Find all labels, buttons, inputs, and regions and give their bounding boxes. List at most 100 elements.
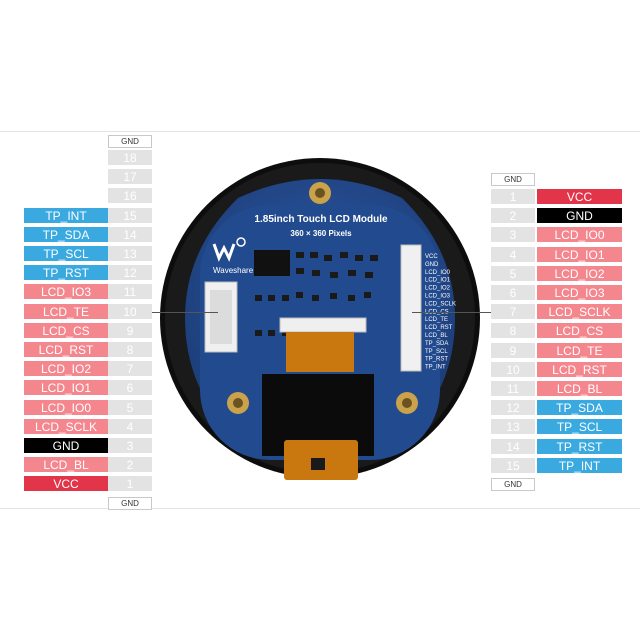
bottom-divider [0,508,640,509]
left-pin-label: LCD_IO3 [24,284,108,302]
left-pin-number: 2 [108,457,152,475]
waveshare-logo-icon [212,237,246,262]
silk-pin-label: LCD_TE [425,317,448,323]
right-pin-number: 12 [491,400,535,418]
silk-pin-label: LCD_IO0 [425,270,451,276]
right-pin-number: 14 [491,438,535,456]
driver-chip [254,250,290,276]
board-subtitle: 360 × 360 Pixels [290,229,352,238]
right-pin-number: 15 [491,457,535,475]
left-pin-number: 8 [108,342,152,359]
mounting-hole [309,182,331,204]
left-pin-label: LCD_CS [24,322,108,340]
left-pin-label: TP_SCL [24,246,108,263]
left-pin-label: LCD_RST [24,342,108,359]
left-pin-label: TP_SDA [24,226,108,244]
left-pin-number: 18 [108,150,152,167]
right-pin-label: LCD_BL [537,381,622,398]
left-pin-number: 17 [108,169,152,187]
silk-pin-label: TP_RST [425,357,448,363]
right-pin-label: LCD_IO3 [537,285,622,302]
flex-tail-chip [311,458,325,470]
right-pin-label: TP_SCL [537,419,622,437]
left-pin-label: GND [24,438,108,455]
right-pin-label: LCD_IO1 [537,246,622,264]
left-pin-label: LCD_IO0 [24,399,108,417]
right-pin-label: LCD_IO2 [537,265,622,283]
brand-text: Waveshare [213,266,254,275]
right-pin-label: LCD_SCLK [537,304,622,322]
right-pin-label: LCD_RST [537,361,622,379]
right-pin-label: LCD_CS [537,323,622,341]
mounting-hole [227,392,249,414]
left-pin-label: TP_RST [24,265,108,283]
main-fpc-connector [400,244,422,372]
right-pin-number: 2 [491,208,535,226]
left-gnd-cap-top: GND [108,135,152,148]
right-pin-number: 11 [491,381,535,398]
left-leader-line [152,312,218,313]
left-pin-label: LCD_SCLK [24,418,108,436]
right-leader-line [412,312,496,313]
right-pin-label: TP_SDA [537,400,622,418]
silk-pin-label: LCD_BL [425,333,448,339]
left-pin-number: 9 [108,322,152,340]
right-pin-number: 4 [491,246,535,264]
right-pin-label: TP_RST [537,438,622,456]
board-title: 1.85inch Touch LCD Module [254,214,388,225]
left-pin-number: 10 [108,303,152,321]
silk-pin-label: VCC [425,254,438,260]
left-pin-number: 16 [108,188,152,206]
left-pin-label: LCD_IO1 [24,380,108,398]
left-pin-label: TP_INT [24,207,108,225]
right-pin-label: LCD_TE [537,342,622,360]
right-pin-label: VCC [537,189,622,206]
display-fpc-connector [279,317,367,333]
right-pin-number: 9 [491,342,535,360]
left-pin-number: 11 [108,284,152,302]
left-pin-number: 4 [108,418,152,436]
right-gnd-cap-bottom: GND [491,478,535,491]
smd-components [255,252,378,336]
right-pin-number: 5 [491,265,535,283]
right-gnd-cap-top: GND [491,173,535,186]
touch-fpc-slot [210,290,232,344]
left-pin-number: 3 [108,438,152,455]
left-pin-label: LCD_TE [24,303,108,321]
right-pin-number: 1 [491,189,535,206]
left-pin-number: 5 [108,399,152,417]
left-pin-label: LCD_BL [24,457,108,475]
left-pin-label: LCD_IO2 [24,361,108,379]
left-pin-number: 6 [108,380,152,398]
silk-pin-label: TP_INT [425,365,446,371]
right-pin-label: TP_INT [537,457,622,475]
silk-pin-label: GND [425,262,439,268]
mounting-hole [396,392,418,414]
right-pin-label: LCD_IO0 [537,227,622,245]
right-pin-number: 10 [491,361,535,379]
left-pin-number: 1 [108,476,152,494]
top-divider [0,131,640,132]
silk-pin-label: LCD_IO2 [425,286,451,292]
left-pin-number: 13 [108,246,152,263]
left-gnd-cap-bottom: GND [108,497,152,510]
right-pin-number: 3 [491,227,535,245]
silk-pin-label: TP_SDA [425,341,448,347]
left-pin-number: 14 [108,226,152,244]
right-pin-label: GND [537,208,622,226]
right-pin-number: 8 [491,323,535,341]
left-pin-number: 12 [108,265,152,283]
silk-pin-label: LCD_RST [425,325,453,331]
silk-pin-label: LCD_IO3 [425,294,451,300]
right-pin-number: 7 [491,304,535,322]
right-pin-number: 13 [491,419,535,437]
flex-cable [286,332,354,372]
left-pin-number: 7 [108,361,152,379]
left-pin-number: 15 [108,207,152,225]
silk-pin-label: LCD_IO1 [425,278,451,284]
right-pin-number: 6 [491,285,535,302]
silk-pin-label: LCD_SCLK [425,301,456,307]
left-pin-label: VCC [24,476,108,494]
silk-pin-label: TP_SCL [425,349,448,355]
